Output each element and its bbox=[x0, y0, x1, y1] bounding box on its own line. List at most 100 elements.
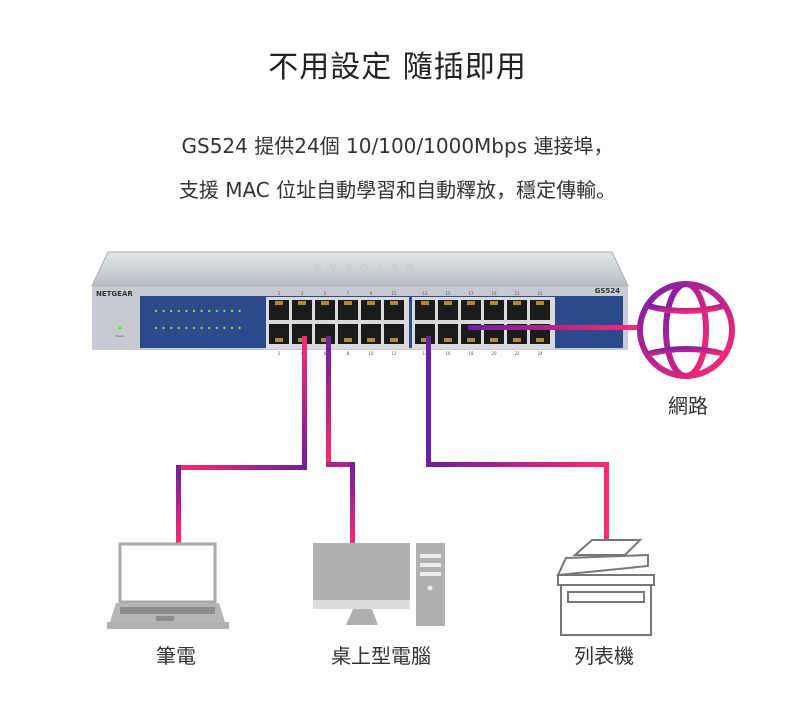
brand-label: NETGEAR bbox=[96, 290, 133, 298]
port-number: 4 bbox=[301, 351, 304, 356]
ethernet-port[interactable] bbox=[292, 300, 312, 320]
ethernet-port[interactable] bbox=[338, 324, 358, 344]
network-switch: NETGEAR NETGEAR GS524 Power bbox=[91, 251, 629, 350]
port-led bbox=[208, 309, 211, 313]
lid-logo: NETGEAR bbox=[306, 261, 415, 272]
port-led bbox=[230, 309, 234, 313]
ethernet-port[interactable] bbox=[361, 300, 381, 320]
port-led bbox=[200, 326, 203, 330]
port-led bbox=[170, 326, 173, 330]
port-contacts bbox=[444, 301, 452, 305]
ethernet-port[interactable] bbox=[415, 300, 435, 320]
cable-printer-vertical-2 bbox=[604, 462, 609, 545]
port-number: 19 bbox=[491, 291, 497, 296]
description-line-2: 支援 MAC 位址自動學習和自動釋放，穩定傳輸。 bbox=[178, 178, 617, 202]
port-number: 24 bbox=[537, 351, 543, 356]
port-led bbox=[192, 309, 196, 313]
port-contacts bbox=[444, 338, 452, 342]
port-led bbox=[192, 326, 196, 330]
port-contacts bbox=[344, 338, 352, 342]
port-number: 7 bbox=[347, 291, 350, 296]
port-contacts bbox=[367, 338, 375, 342]
port-contacts bbox=[275, 338, 283, 342]
port-contacts bbox=[321, 301, 329, 305]
ethernet-port[interactable] bbox=[384, 324, 404, 344]
port-led bbox=[177, 326, 180, 330]
ethernet-port[interactable] bbox=[338, 300, 358, 320]
port-contacts bbox=[321, 338, 329, 342]
port-number: 14 bbox=[422, 351, 428, 356]
port-number: 17 bbox=[468, 291, 474, 296]
port-contacts bbox=[536, 338, 544, 342]
port-contacts bbox=[513, 338, 521, 342]
ethernet-port[interactable] bbox=[530, 300, 550, 320]
port-number: 15 bbox=[445, 291, 451, 296]
port-number: 10 bbox=[368, 351, 374, 356]
port-number: 21 bbox=[514, 291, 520, 296]
laptop-icon bbox=[107, 542, 229, 629]
port-number: 3 bbox=[301, 291, 304, 296]
port-contacts bbox=[490, 301, 498, 305]
port-contacts bbox=[536, 301, 544, 305]
power-led bbox=[118, 326, 122, 330]
desktop-label: 桌上型電腦 bbox=[331, 644, 431, 668]
ethernet-port[interactable] bbox=[315, 300, 335, 320]
cable-printer-horizontal bbox=[426, 462, 609, 467]
port-led bbox=[238, 326, 241, 330]
port-contacts bbox=[390, 301, 398, 305]
port-number: 13 bbox=[422, 291, 428, 296]
port-led bbox=[230, 326, 234, 330]
port-number: 18 bbox=[468, 351, 474, 356]
network-label: 網路 bbox=[668, 394, 708, 418]
port-number: 8 bbox=[347, 351, 350, 356]
port-led bbox=[154, 309, 158, 313]
port-contacts bbox=[367, 301, 375, 305]
ethernet-port[interactable] bbox=[361, 324, 381, 344]
ethernet-port[interactable] bbox=[507, 300, 527, 320]
ethernet-port[interactable] bbox=[269, 300, 289, 320]
printer-label: 列表機 bbox=[574, 644, 634, 668]
laptop-label: 筆電 bbox=[156, 644, 196, 668]
port-contacts bbox=[298, 301, 306, 305]
cable-network bbox=[468, 325, 640, 330]
desktop-computer-icon bbox=[313, 543, 445, 626]
cable-desktop-horizontal bbox=[326, 462, 354, 467]
port-number: 22 bbox=[514, 351, 520, 356]
port-led bbox=[185, 309, 188, 313]
port-contacts bbox=[390, 338, 398, 342]
port-number: 16 bbox=[445, 351, 451, 356]
port-contacts bbox=[421, 338, 429, 342]
port-led bbox=[208, 326, 211, 330]
ethernet-port[interactable] bbox=[484, 300, 504, 320]
port-number: 5 bbox=[324, 291, 327, 296]
port-contacts bbox=[421, 301, 429, 305]
ethernet-port[interactable] bbox=[269, 324, 289, 344]
ethernet-port[interactable] bbox=[461, 300, 481, 320]
port-contacts bbox=[467, 338, 475, 342]
globe-icon bbox=[637, 281, 735, 379]
port-led bbox=[223, 309, 226, 313]
port-leds bbox=[154, 309, 241, 330]
port-contacts bbox=[467, 301, 475, 305]
port-led bbox=[215, 309, 218, 313]
port-number: 23 bbox=[537, 291, 543, 296]
page-title: 不用設定 隨插即用 bbox=[268, 50, 527, 85]
ethernet-port[interactable] bbox=[384, 300, 404, 320]
port-led bbox=[238, 309, 241, 313]
port-contacts bbox=[490, 338, 498, 342]
port-led bbox=[185, 326, 188, 330]
port-number: 1 bbox=[278, 291, 281, 296]
ethernet-port[interactable] bbox=[438, 300, 458, 320]
cables bbox=[176, 325, 640, 545]
port-led bbox=[177, 309, 180, 313]
cable-desktop-vertical-2 bbox=[350, 462, 355, 545]
ethernet-port[interactable] bbox=[438, 324, 458, 344]
port-led bbox=[154, 326, 158, 330]
port-led bbox=[200, 309, 203, 313]
port-contacts bbox=[275, 301, 283, 305]
port-number: 6 bbox=[324, 351, 327, 356]
port-led bbox=[215, 326, 218, 330]
port-number: 2 bbox=[278, 351, 281, 356]
